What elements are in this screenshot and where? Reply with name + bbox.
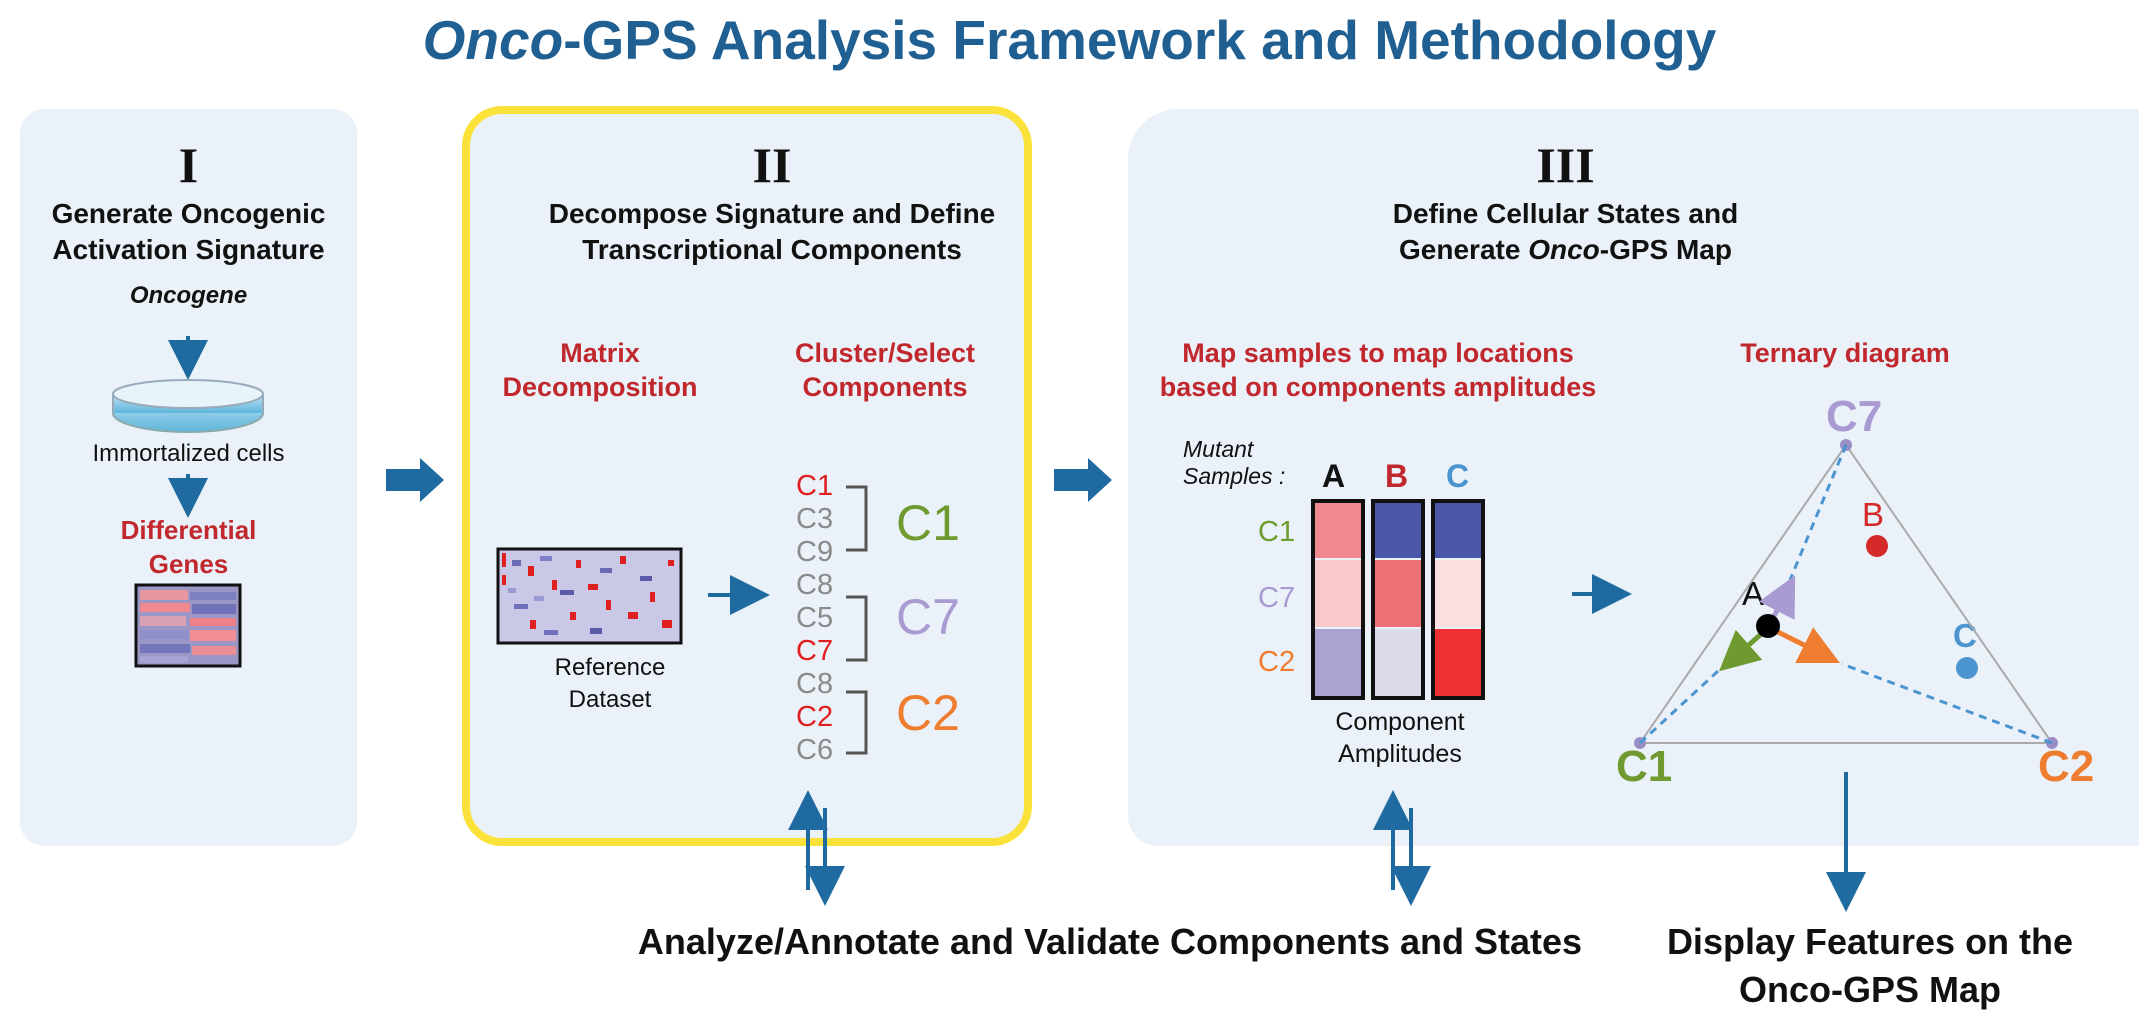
row-label-c2: C2 [1258, 646, 1296, 678]
differential-genes-heatmap [134, 583, 242, 668]
stage1-heading: Generate Oncogenic Activation Signature [20, 196, 357, 268]
diff-genes-line: Differential [120, 515, 257, 545]
title-italic: Onco [422, 9, 564, 71]
arrow-stage2-to-stage3 [1054, 458, 1112, 502]
row-label-c7: C7 [1258, 582, 1296, 614]
stage1-heading-line: Activation Signature [52, 234, 325, 265]
component-item: C8 [796, 569, 834, 601]
amplitude-column-a [1311, 499, 1365, 700]
roman-numeral-3: III [1536, 137, 1595, 193]
stage3-heading-line1: Define Cellular States and [1392, 198, 1739, 229]
arrow-stage1-to-stage2 [386, 458, 444, 502]
component-item: C9 [796, 536, 834, 568]
mutant-label-line: Mutant [1183, 436, 1254, 462]
title-rest: -GPS Analysis Framework and Methodology [563, 9, 1717, 71]
roman-numeral-2: II [752, 137, 792, 193]
component-item: C3 [796, 503, 834, 535]
cluster-c7: C7 [896, 589, 960, 645]
reference-label-line: Dataset [568, 686, 652, 713]
component-list: C1 C3 C9 C8 C5 C7 C8 C2 C6 [796, 470, 846, 767]
diff-genes-line: Genes [148, 549, 229, 579]
cells-label: Immortalized cells [92, 440, 285, 467]
vertex-c7: C7 [1826, 392, 1883, 441]
cluster-label-line: Components [802, 372, 968, 402]
vertex-c2: C2 [2038, 742, 2095, 791]
sample-c-label: C [1446, 458, 1470, 494]
stage3-heading-italic: Onco [1528, 234, 1600, 265]
point-b-label: B [1862, 496, 1885, 533]
ternary-diagram-label: Ternary diagram [1740, 338, 1950, 368]
component-item: C5 [796, 602, 834, 634]
differential-genes-label: Differential Genes [20, 513, 357, 581]
amplitude-column-b [1371, 499, 1425, 700]
cluster-brackets [846, 485, 868, 755]
cluster-label-line: Cluster/Select [794, 338, 976, 368]
stage2-heading-line: Decompose Signature and Define [548, 198, 996, 229]
panel-stage-2 [462, 106, 1032, 846]
component-item: C6 [796, 734, 834, 766]
arrow-to-c2 [1768, 625, 1840, 663]
cluster-select-label: Cluster/Select Components [760, 336, 1010, 404]
component-amplitudes-label: Component Amplitudes [1300, 706, 1500, 770]
ternary-diagram [1634, 439, 2058, 749]
sample-a-label: A [1322, 458, 1346, 494]
mutant-label-line: Samples : [1183, 463, 1286, 489]
stage2-heading: Decompose Signature and Define Transcrip… [462, 196, 1082, 268]
oncogene-label: Oncogene [129, 282, 248, 309]
stage3-heading-post: -GPS Map [1599, 234, 1732, 265]
display-features-label: Display Features on the Onco-GPS Map [1640, 918, 2100, 1014]
petri-dish-icon [112, 379, 264, 433]
reference-label-line: Reference [554, 654, 666, 681]
arrows-analyze-stage3 [1373, 790, 1431, 906]
map-label-line: Map samples to map locations [1182, 338, 1574, 368]
cluster-c1: C1 [896, 495, 960, 551]
stage3-heading-line2: Generate Onco-GPS Map [1128, 232, 2003, 268]
reference-dataset-heatmap [496, 547, 683, 645]
sample-b-label: B [1385, 458, 1409, 494]
amp-label-line: Amplitudes [1338, 740, 1462, 768]
component-item: C8 [796, 668, 834, 700]
row-label-c1: C1 [1258, 516, 1296, 548]
amplitude-column-c [1431, 499, 1485, 700]
reference-dataset-label: Reference Dataset [480, 652, 740, 716]
matrix-label-line: Decomposition [502, 372, 698, 402]
stage1-heading-line: Generate Oncogenic [51, 198, 326, 229]
stage2-heading-line: Transcriptional Components [582, 234, 962, 265]
point-a-dot [1756, 614, 1780, 638]
matrix-decomposition-label: Matrix Decomposition [470, 336, 730, 404]
stage3-heading-pre: Generate [1399, 234, 1529, 265]
page-title: Onco-GPS Analysis Framework and Methodol… [0, 8, 2139, 72]
matrix-label-line: Matrix [560, 338, 640, 368]
point-b-dot [1866, 535, 1888, 557]
component-item: C2 [796, 701, 834, 733]
stage3-heading: Define Cellular States and Generate Onco… [1128, 196, 2003, 268]
component-item: C1 [796, 470, 834, 502]
cluster-c2: C2 [896, 685, 960, 741]
analyze-validate-label: Analyze/Annotate and Validate Components… [637, 921, 1583, 962]
amp-label-line: Component [1335, 708, 1465, 736]
map-samples-label: Map samples to map locations based on co… [1128, 336, 1628, 404]
roman-numeral-1: I [178, 137, 199, 193]
vertex-c1: C1 [1616, 742, 1673, 791]
mutant-samples-label: Mutant Samples : [1183, 436, 1285, 490]
point-c-dot [1956, 657, 1978, 679]
display-label-line: Onco-GPS Map [1738, 969, 2002, 1010]
component-item: C7 [796, 635, 834, 667]
arrows-analyze-stage2 [788, 790, 845, 906]
panel-stage-3 [1128, 109, 2139, 846]
map-label-line: based on components amplitudes [1159, 372, 1597, 402]
display-label-line: Display Features on the [1666, 921, 2074, 962]
point-a-label: A [1742, 575, 1765, 612]
